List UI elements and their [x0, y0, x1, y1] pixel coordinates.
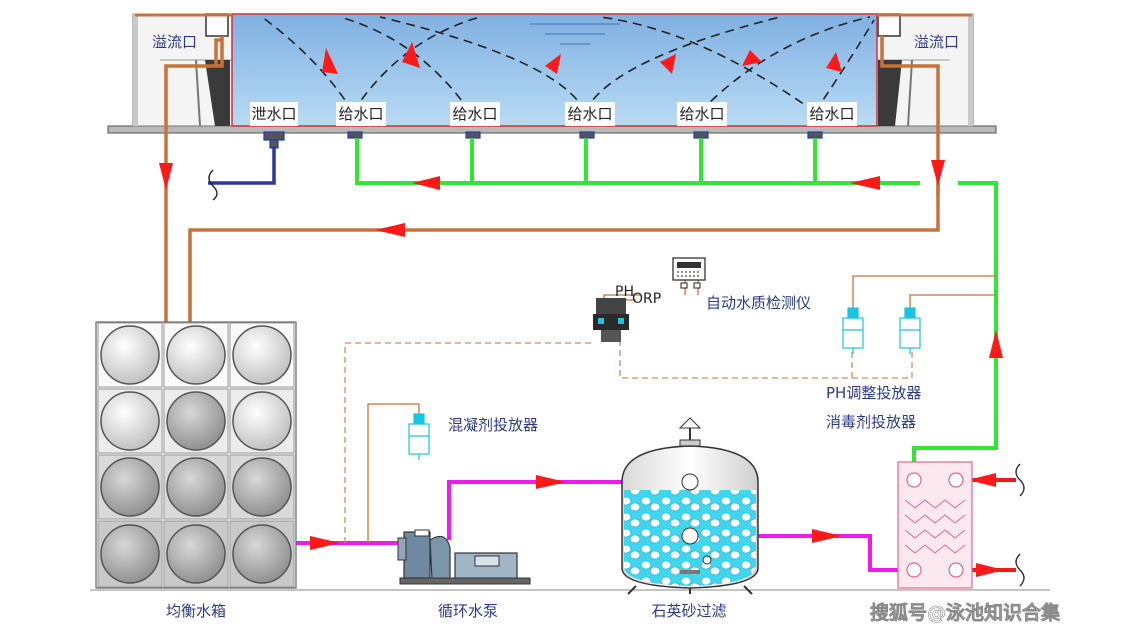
heat-exchanger	[897, 461, 973, 589]
supply-pipe-arrows	[412, 176, 1003, 358]
supply-port-label-1: 给水口	[338, 105, 383, 123]
balance-tank	[95, 321, 297, 589]
circulation-pump	[397, 529, 531, 585]
circulation-pipe-arrows	[310, 475, 842, 550]
supply-port-label-2: 给水口	[452, 105, 497, 123]
drain-pipe	[208, 146, 276, 185]
coagulant-dispenser-device	[408, 413, 430, 460]
circulation-pump-label: 循环水泵	[438, 602, 498, 620]
disinfectant-dispenser-label: 消毒剂投放器	[826, 413, 916, 431]
auto-water-quality-detector-label: 自动水质检测仪	[706, 294, 811, 312]
ph-dispenser-device	[842, 307, 864, 354]
overflow-port-right-label: 溢流口	[914, 33, 959, 51]
coagulant-dispenser-label: 混凝剂投放器	[448, 416, 538, 434]
drain-port-label: 泄水口	[251, 105, 296, 123]
heat-pipe-breaks	[1015, 463, 1025, 587]
pool-port-labels: 泄水口 给水口 给水口 给水口 给水口 给水口 溢流口 溢流口	[152, 33, 959, 126]
equipment-labels: PH ORP 自动水质检测仪 PH调整投放器 消毒剂投放器 混凝剂投放器 均衡水…	[166, 284, 921, 620]
pool-structure	[107, 13, 997, 134]
balance-tank-label: 均衡水箱	[166, 602, 226, 620]
circulation-pipe	[296, 480, 904, 572]
pool-flow-arrows	[322, 42, 842, 74]
water-quality-sensor-probe	[593, 298, 629, 342]
heat-exchanger-arrows	[968, 473, 1004, 577]
supply-nozzles	[263, 131, 823, 149]
supply-port-label-3: 给水口	[567, 105, 612, 123]
sand-filter-label: 石英砂过滤	[651, 602, 726, 620]
supply-pipe-network	[355, 138, 998, 480]
overflow-port-left-label: 溢流口	[152, 33, 197, 51]
ph-probe-label: PH	[615, 284, 634, 300]
return-pipe-arrows	[159, 160, 945, 237]
supply-port-label-4: 给水口	[679, 105, 724, 123]
watermark: 搜狐号@泳池知识合集	[870, 601, 1061, 624]
orp-probe-label: ORP	[632, 291, 661, 307]
ph-dispenser-label: PH调整投放器	[826, 384, 921, 402]
drain-pipe-break	[208, 169, 218, 201]
balance-tank-cells	[97, 322, 295, 588]
chemical-dashed-pipes	[344, 330, 913, 543]
pool-deck-beam	[107, 125, 997, 134]
sand-filter	[621, 417, 759, 595]
water-quality-analyzer	[672, 257, 706, 289]
supply-port-label-5: 给水口	[809, 105, 854, 123]
disinfectant-dispenser-device	[899, 307, 921, 354]
